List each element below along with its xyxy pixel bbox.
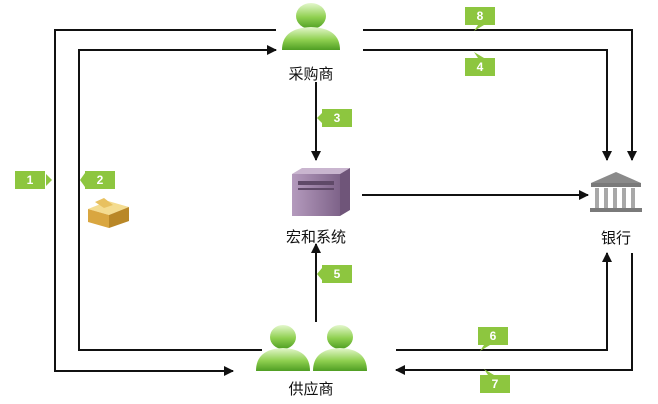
arrow-step6 (396, 252, 612, 351)
badge-pointer-1 (46, 174, 52, 186)
badge-pointer-4 (474, 52, 484, 58)
step-badge-1: 1 (15, 171, 45, 189)
purchaser-label: 采购商 (288, 65, 334, 83)
arrow-step4 (363, 49, 612, 161)
arrow-step1 (54, 29, 276, 376)
goods-box-icon (88, 198, 129, 228)
step-badge-7: 7 (480, 375, 510, 393)
step-badge-4: 4 (465, 58, 495, 76)
step-badge-6: 6 (478, 327, 508, 345)
step-badge-8: 8 (465, 7, 495, 25)
step-badge-3: 3 (322, 109, 352, 127)
badge-pointer-2 (80, 173, 85, 187)
supplier-people-icon (256, 325, 367, 371)
arrow-step7 (395, 253, 633, 375)
badge-pointer-5 (317, 268, 322, 280)
arrow-step2 (78, 45, 277, 351)
badge-pointer-6 (480, 345, 490, 351)
step-badge-2: 2 (85, 171, 115, 189)
arrow-step8 (363, 29, 637, 161)
system-label: 宏和系统 (285, 228, 347, 246)
badge-pointer-7 (484, 369, 494, 375)
purchaser-person-icon (282, 3, 340, 50)
bank-building-icon (590, 172, 642, 212)
supplier-label: 供应商 (288, 380, 334, 398)
bank-label: 银行 (600, 229, 632, 247)
system-server-icon (292, 168, 350, 216)
badge-pointer-3 (317, 113, 322, 123)
step-badge-5: 5 (322, 265, 352, 283)
badge-pointer-8 (474, 25, 484, 31)
